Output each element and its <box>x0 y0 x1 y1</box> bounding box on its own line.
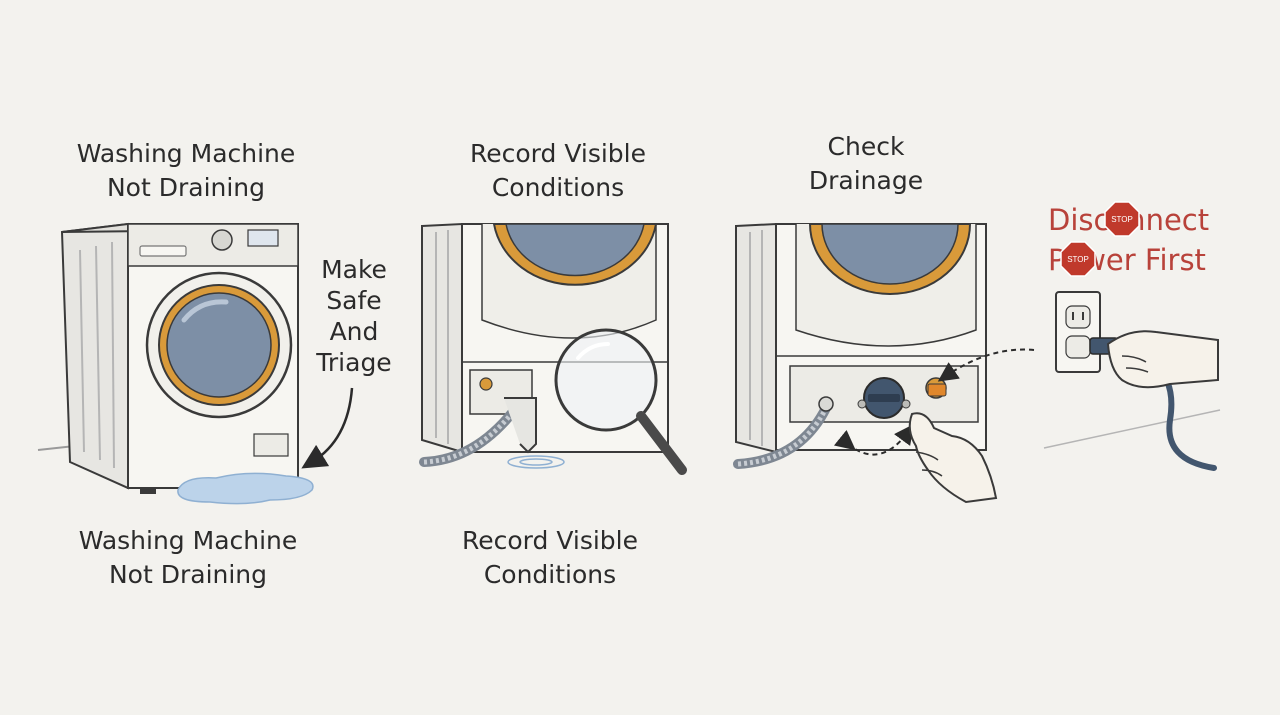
panel-2-footer-line-2: Conditions <box>483 560 617 589</box>
hand-holding-plug-icon <box>1106 330 1219 389</box>
panel-1-heading-line-2: Not Draining <box>106 173 266 202</box>
disconnect-power-warning: Disconnect Power First <box>1048 200 1248 280</box>
water-puddle-icon <box>177 472 314 505</box>
washing-machine-icon <box>37 222 299 494</box>
panel-3-heading-line-1: Check <box>827 132 905 161</box>
washing-machine-filter-closeup-icon <box>735 222 987 454</box>
panel-2-footer: Record Visible Conditions <box>442 524 658 592</box>
dashed-arrow-icon <box>937 348 1035 382</box>
magnifying-glass-icon <box>554 328 687 475</box>
panel-2-heading-line-2: Conditions <box>491 173 625 202</box>
panel-1-footer-line-1: Washing Machine <box>78 526 298 555</box>
panel-1-footer: Washing Machine Not Draining <box>62 524 314 592</box>
callout-line-1: Make <box>321 255 387 284</box>
curved-arrow-icon <box>301 387 354 469</box>
panel-3-heading-line-2: Drainage <box>808 166 924 195</box>
panel-3-heading: Check Drainage <box>796 130 936 198</box>
panel-1-footer-line-2: Not Draining <box>108 560 268 589</box>
drain-hose-icon <box>733 396 834 469</box>
drain-valve-orange-icon <box>925 377 947 399</box>
callout-line-3: And <box>329 317 379 346</box>
panel-1-heading-line-1: Washing Machine <box>76 139 296 168</box>
drain-hose-icon <box>419 397 565 469</box>
panel-2-heading: Record Visible Conditions <box>450 137 666 205</box>
callout-line-4: Triage <box>316 348 392 377</box>
panel-2-heading-line-1: Record Visible <box>470 139 646 168</box>
panel-1-heading: Washing Machine Not Draining <box>62 137 310 205</box>
wall-outlet-icon <box>1055 291 1101 373</box>
warning-line-2: Power First <box>1048 243 1206 277</box>
panel-1-callout: Make Safe And Triage <box>312 254 396 378</box>
warning-line-1: Disconnect <box>1048 203 1210 237</box>
drain-filter-knob-icon <box>857 377 911 419</box>
panel-2-footer-line-1: Record Visible <box>462 526 638 555</box>
callout-line-2: Safe <box>326 286 382 315</box>
pointing-hand-icon <box>908 412 998 504</box>
